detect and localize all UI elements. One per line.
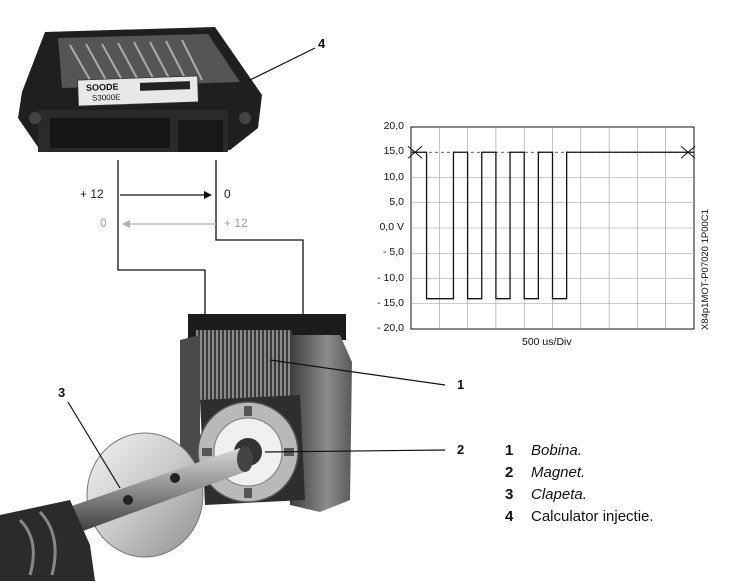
- coil: [196, 330, 292, 402]
- y-tick-label: - 5,0: [382, 246, 404, 259]
- y-tick-label: 15,0: [383, 145, 404, 158]
- trace-series-0: [411, 151, 694, 300]
- signal-label-top-left: + 12: [80, 187, 104, 201]
- legend-text: Bobina.: [531, 442, 582, 459]
- callout-1: 1: [457, 377, 465, 392]
- leader-line-1: [269, 359, 446, 386]
- callout-2: 2: [457, 442, 465, 457]
- callout-3: 3: [58, 385, 66, 400]
- scope-x-label: 500 us/Div: [522, 336, 572, 348]
- y-tick-label: 0,0 V: [379, 221, 404, 233]
- signal-label-top-right: 0: [224, 187, 231, 201]
- wiring: [117, 160, 304, 315]
- leader-line-4: [249, 47, 316, 81]
- legend-text: Magnet.: [531, 464, 586, 481]
- leader-line-2: [264, 449, 446, 453]
- ecu-brand-text: SOODE: [86, 82, 119, 93]
- y-tick-label: - 15,0: [377, 296, 404, 309]
- y-tick-label: - 20,0: [377, 322, 404, 334]
- arrow-right-head: [204, 191, 212, 199]
- legend-text: Clapeta.: [531, 486, 587, 503]
- trigger-marker-1: [680, 145, 696, 159]
- handle-end: [0, 500, 95, 581]
- trigger-marker-0: [407, 145, 423, 159]
- leader-line-3: [67, 401, 121, 489]
- shaft: [60, 448, 250, 535]
- signal-label-bottom-left: 0: [100, 216, 107, 230]
- ecu-unit: [18, 27, 262, 152]
- ecu-code-text: S3000E: [92, 93, 121, 103]
- scope-trace: [407, 145, 696, 300]
- oscilloscope-chart: [407, 126, 696, 330]
- y-tick-label: 5,0: [389, 195, 404, 208]
- callout-4: 4: [318, 36, 326, 51]
- signal-label-bottom-right: + 12: [224, 216, 248, 230]
- arrow-left-head: [122, 220, 130, 228]
- y-tick-label: 20,0: [383, 120, 404, 132]
- y-tick-label: 10,0: [383, 170, 404, 183]
- scope-side-code: X84p1MOT-P07020 1P00C1: [700, 209, 711, 330]
- legend-text: Calculator injectie.: [531, 508, 654, 525]
- y-tick-label: - 10,0: [377, 271, 404, 284]
